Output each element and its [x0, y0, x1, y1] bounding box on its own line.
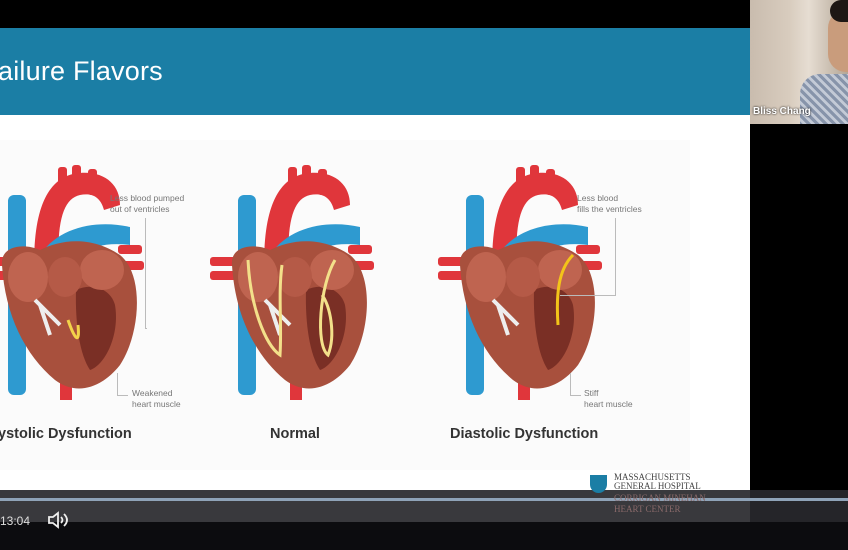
mgh-shield-icon [590, 475, 607, 493]
slide-header: ailure Flavors [0, 28, 750, 115]
time-display: 13:04 [0, 514, 31, 528]
heart-illustration-systolic [0, 165, 146, 402]
caption-diastolic: Diastolic Dysfunction [450, 426, 599, 442]
annotation-line [560, 218, 616, 296]
participant-name: Bliss Chang [753, 106, 811, 117]
player-bottom-bar [0, 522, 848, 550]
progress-bar[interactable] [0, 498, 848, 501]
player-controls [0, 490, 848, 522]
blood-flow-arrow [246, 259, 284, 358]
annotation-line [117, 373, 128, 396]
annotation-line [570, 373, 581, 396]
blood-flow-arrow [555, 253, 575, 326]
caption-normal: Normal [270, 426, 320, 442]
annotation-line [145, 218, 147, 329]
blood-flow-arrow [319, 259, 337, 358]
slide-title: ailure Flavors [0, 56, 163, 86]
heart-illustration-normal [210, 165, 376, 402]
speaker-icon[interactable] [47, 511, 69, 529]
participant-video[interactable]: Bliss Chang [750, 0, 848, 124]
blood-flow-arrow [66, 319, 80, 339]
caption-systolic: ystolic Dysfunction [0, 426, 132, 442]
heart-illustration-diastolic [438, 165, 604, 402]
